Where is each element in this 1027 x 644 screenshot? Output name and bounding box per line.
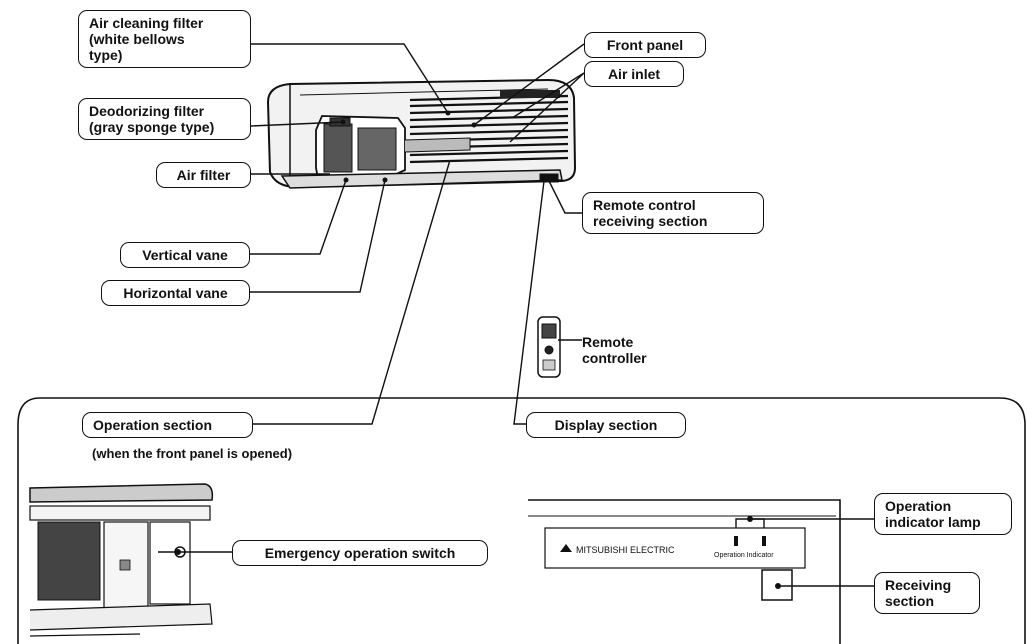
horizontal-vane-label: Horizontal vane: [101, 280, 250, 306]
remote-controller-label: Remote controller: [582, 334, 647, 366]
receiving-section-label: Receiving section: [874, 572, 980, 614]
brand-text: MITSUBISHI ELECTRIC: [576, 545, 675, 555]
display-section-label: Display section: [526, 412, 686, 438]
air-inlet-label: Air inlet: [584, 61, 684, 87]
detail-frame: [17, 397, 1026, 644]
deodorizing-filter-label: Deodorizing filter (gray sponge type): [78, 98, 251, 140]
leader-lines: [158, 43, 874, 587]
vertical-vane-label: Vertical vane: [120, 242, 250, 268]
operation-section-drawing: [29, 483, 214, 637]
leader-dots: [175, 110, 781, 589]
air-filter-label: Air filter: [156, 162, 251, 188]
emergency-operation-switch-label: Emergency operation switch: [232, 540, 488, 566]
remote-controller-drawing: [537, 316, 561, 378]
operation-section-label: Operation section: [82, 412, 253, 438]
display-panel-drawing: [528, 499, 841, 644]
front-panel-label: Front panel: [584, 32, 706, 58]
indoor-unit: [266, 78, 577, 189]
operation-indicator-lamp-label: Operation indicator lamp: [874, 493, 1012, 535]
air-cleaning-filter-label: Air cleaning filter (white bellows type): [78, 10, 251, 68]
operation-indicator-text: Operation Indicator: [714, 552, 774, 559]
remote-control-receiving-label: Remote control receiving section: [582, 192, 764, 234]
operation-section-note: (when the front panel is opened): [92, 446, 293, 461]
